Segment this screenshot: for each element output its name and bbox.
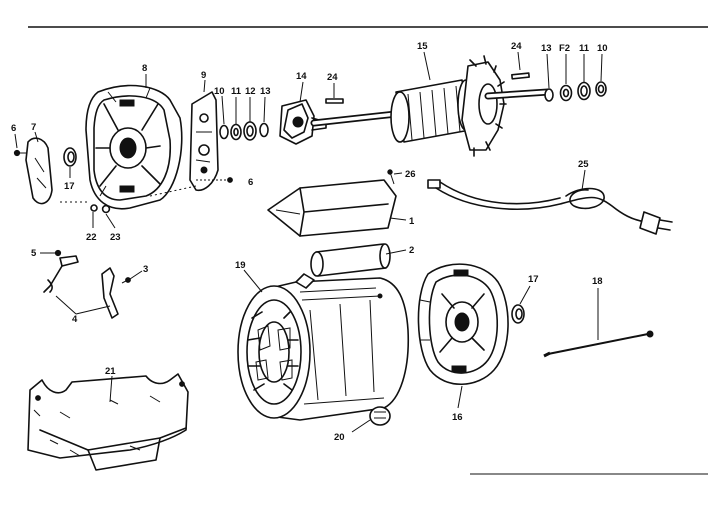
- part-24-key-right: [511, 72, 530, 80]
- part-6-screw-left: [13, 149, 26, 157]
- callout-11: 11: [579, 43, 590, 54]
- part-17-bearing-left: [63, 147, 77, 167]
- washer-set-left: [219, 121, 269, 141]
- part-6-screw-mid: [196, 177, 233, 183]
- callout-24: 24: [327, 72, 338, 83]
- part-22-nut: [90, 204, 98, 212]
- callout-9: 9: [201, 70, 206, 81]
- callout-11: 11: [231, 86, 242, 97]
- callout-6: 6: [11, 123, 16, 134]
- callout-1: 1: [409, 216, 415, 227]
- part-26-screw: [387, 169, 395, 185]
- callout-3: 3: [143, 264, 148, 275]
- part-19-stator-housing: [237, 273, 410, 421]
- leader-lines: [14, 51, 603, 433]
- callout-5: 5: [31, 248, 37, 259]
- part-18-through-bolt: [543, 330, 654, 358]
- part-16-end-bell-right: [417, 263, 509, 386]
- callout-13: 13: [541, 43, 552, 54]
- part-24-key-left: [325, 98, 344, 104]
- callout-25: 25: [578, 159, 589, 170]
- callout-7: 7: [31, 122, 36, 133]
- callout-10: 10: [214, 86, 225, 97]
- part-23-washer: [101, 204, 111, 214]
- callout-26: 26: [405, 169, 416, 180]
- callout-15: 15: [417, 41, 428, 52]
- part-5-screw: [54, 249, 62, 257]
- callout-24: 24: [511, 41, 522, 52]
- callout-10: 10: [597, 43, 608, 54]
- callout-20: 20: [334, 432, 345, 443]
- callout-2: 2: [409, 245, 414, 256]
- part-20-plug-cap: [369, 406, 391, 426]
- callout-23: 23: [110, 232, 121, 243]
- part-7-cover-plate: [25, 137, 53, 205]
- part-3-screw: [121, 277, 131, 284]
- washer-set-right: [544, 81, 607, 102]
- part-1-conduit-cover: [267, 179, 397, 237]
- callout-16: 16: [452, 412, 463, 423]
- part-8-end-bell-left: [85, 84, 183, 210]
- callout-17: 17: [64, 181, 75, 192]
- part-4-bracket-right: [101, 267, 119, 319]
- callout-12: F2: [559, 43, 570, 54]
- part-15-rotor-assembly: [310, 55, 552, 157]
- callout-4: 4: [72, 314, 78, 325]
- callout-6: 6: [248, 177, 253, 188]
- callout-17: 17: [528, 274, 539, 285]
- callout-8: 8: [142, 63, 147, 74]
- part-21-base: [27, 373, 189, 471]
- callout-19: 19: [235, 260, 246, 271]
- callout-13: 13: [260, 86, 271, 97]
- callout-21: 21: [105, 366, 116, 377]
- callout-14: 14: [296, 71, 307, 82]
- part-14-centrifugal-switch: [279, 99, 327, 145]
- part-17-bearing-right: [511, 304, 525, 324]
- callout-22: 22: [86, 232, 97, 243]
- callout-12: 12: [245, 86, 256, 97]
- part-7-plate-detail: [34, 157, 47, 189]
- part-4-bracket-left: [43, 255, 79, 293]
- part-25-power-cord: [427, 179, 673, 235]
- callout-18: 18: [592, 276, 603, 287]
- part-9-switch-plate: [189, 91, 219, 192]
- callout-labels: 6 7 17 8 22 23 9 10 11 12 13 6 14 24 15 …: [11, 41, 608, 443]
- part-2-capacitor: [310, 243, 391, 277]
